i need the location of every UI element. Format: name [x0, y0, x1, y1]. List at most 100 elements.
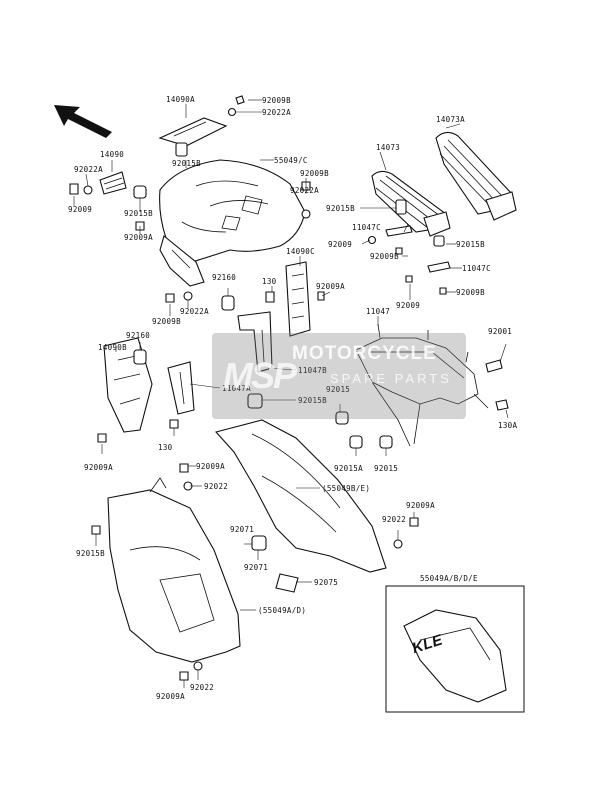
washer-92022a-mid [183, 291, 193, 301]
callout-11047c-b: 11047C [462, 264, 491, 273]
callout-92075: 92075 [314, 578, 338, 587]
callout-92009b-right: 92009B [300, 169, 329, 178]
callout-92015-b: 92015 [374, 464, 398, 473]
callout-92071-b: 92071 [244, 563, 268, 572]
bracket-11047b [237, 311, 273, 373]
grommet-92160-upper [221, 295, 235, 311]
callout-14090c: 14090C [286, 247, 315, 256]
callout-92022a-mid: 92022A [180, 307, 209, 316]
washer-92022-right [393, 539, 403, 549]
callout-55049be: (55049B/E) [322, 484, 370, 493]
callout-92015b-left: 92015B [124, 209, 153, 218]
washer-92022a-right [301, 209, 311, 219]
screw-92015b-lower [91, 525, 101, 535]
callout-92022a-left: 92022A [74, 165, 103, 174]
callout-92022-right: 92022 [382, 515, 406, 524]
callout-11047b: 11047B [298, 366, 327, 375]
leader-lines [73, 99, 509, 688]
callout-92009a-center: 92009A [196, 462, 225, 471]
watermark-line2: SPARE PARTS [330, 371, 452, 386]
callout-92015-a: 92015 [326, 385, 350, 394]
upper-cowl [159, 159, 306, 287]
damper-92071 [251, 535, 267, 551]
callout-labels: 14090A 92009B 92022A 92015B 14090 92022A… [68, 95, 517, 701]
inset-box: KLE [385, 585, 525, 713]
callout-92015a: 92015A [334, 464, 363, 473]
bolt-130a [495, 399, 509, 411]
callout-14090b: 14090B [98, 343, 127, 352]
callout-130-upper: 130 [262, 277, 277, 286]
callout-92009b-top: 92009B [262, 96, 291, 105]
bracket-11047c-b [405, 261, 451, 295]
grommet-92015b-duct2 [433, 235, 445, 247]
washer-92022a-left [83, 185, 93, 195]
callout-92009a-right: 92009A [406, 501, 435, 510]
callout-14090a: 14090A [166, 95, 195, 104]
bracket-11047a [167, 361, 195, 415]
callout-92160-upper: 92160 [212, 273, 236, 282]
callout-14090: 14090 [100, 150, 124, 159]
callout-inset-title: 55049A/B/D/E [420, 574, 478, 583]
callout-92015b-duct: 92015B [326, 204, 355, 213]
callout-130-lower: 130 [158, 443, 173, 452]
callout-92009b-a: 92009B [370, 252, 399, 261]
grommet-92015b [175, 142, 188, 157]
callout-11047c-a: 11047C [352, 223, 381, 232]
callout-92022-center: 92022 [204, 482, 228, 491]
callout-92001: 92001 [488, 327, 512, 336]
watermark: MSP MOTORCYCLE SPARE PARTS [212, 333, 466, 419]
callout-92022a-top: 92022A [262, 108, 291, 117]
callout-55049c: 55049/C [274, 156, 308, 165]
middle-cowl-55049be [214, 419, 387, 573]
screw-92009-left [69, 183, 79, 195]
screw-92009a-center [179, 463, 189, 473]
callout-92071-a: 92071 [230, 525, 254, 534]
screw-92009b-mid [165, 293, 175, 303]
callout-92015b-duct2: 92015B [456, 240, 485, 249]
grommet-92160-left [133, 349, 147, 365]
pad-14090 [99, 171, 127, 195]
callout-92009a-lower-left: 92009A [84, 463, 113, 472]
grommet-92015b-center [247, 393, 263, 409]
callout-11047: 11047 [366, 307, 390, 316]
air-duct-14073 [371, 170, 451, 237]
screw-92009a-plate [317, 291, 325, 301]
nut-92015a [349, 435, 363, 449]
callout-92009b-b: 92009B [456, 288, 485, 297]
callout-92015b-center: 92015B [298, 396, 327, 405]
front-arrow-icon [54, 105, 112, 138]
watermark-line1: MOTORCYCLE [292, 343, 437, 364]
callout-92015b-lower: 92015B [76, 549, 105, 558]
callout-92022-bottom: 92022 [190, 683, 214, 692]
watermark-logo: MSP [223, 355, 297, 396]
nut-92015 [335, 411, 349, 425]
callout-14073: 14073 [376, 143, 400, 152]
bolt-130-lower [169, 419, 179, 429]
air-duct-14073a [435, 131, 517, 221]
bolt-92001 [485, 359, 503, 373]
callout-92160-left: 92160 [126, 331, 150, 340]
callout-92009a-bottom: 92009A [156, 692, 185, 701]
callout-92009b-mid: 92009B [152, 317, 181, 326]
screw-92009b-top [227, 95, 245, 117]
grommet-92015b-left [133, 185, 147, 199]
pad-92075 [275, 573, 299, 593]
washer-92022-bottom [193, 661, 203, 671]
pad-14090a [158, 117, 228, 147]
callout-92015b-top: 92015B [172, 159, 201, 168]
plate-14090c [285, 261, 311, 337]
callout-55049ad: (55049A/D) [258, 606, 306, 615]
screw-92009a-bottom [179, 671, 189, 681]
lower-cowl-55049ad [107, 477, 241, 663]
grommet-92015b-duct [395, 199, 407, 215]
callout-92009-left: 92009 [68, 205, 92, 214]
screw-92009a-lower-left [97, 433, 107, 443]
callout-14073a: 14073A [436, 115, 465, 124]
bolt-130-upper [265, 291, 275, 303]
callout-11047a: 11047A [222, 384, 251, 393]
screw-92009a-right [409, 517, 419, 527]
callout-130a: 130A [498, 421, 517, 430]
callout-92009-a: 92009 [328, 240, 352, 249]
callout-92009a-upper: 92009A [124, 233, 153, 242]
